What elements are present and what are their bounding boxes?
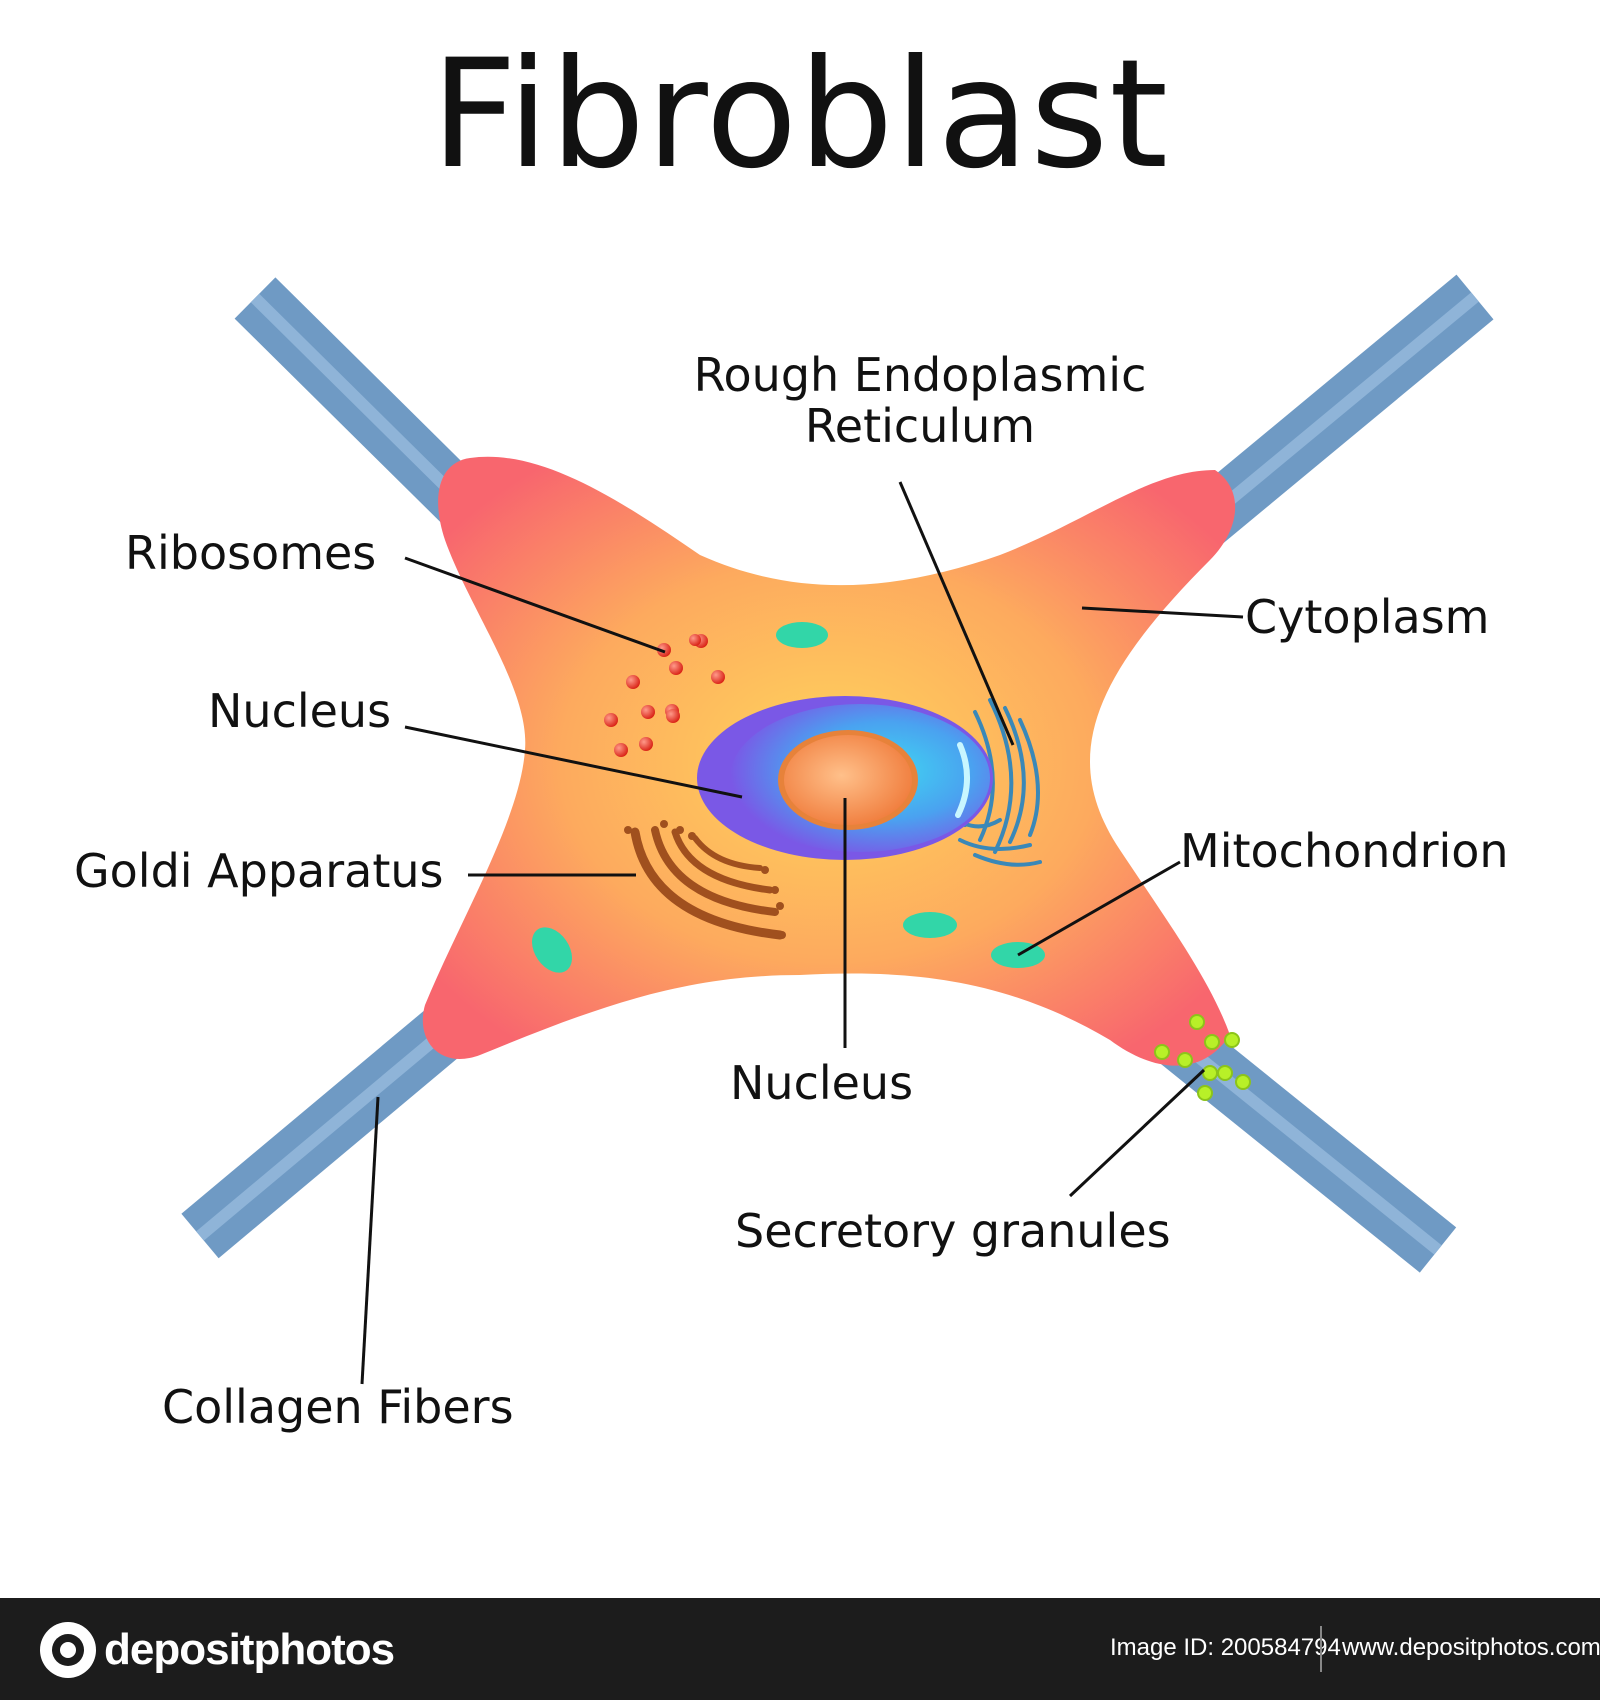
label-ribosomes: Ribosomes: [125, 526, 377, 580]
ribosome: [689, 634, 701, 646]
label-rough-er: Rough Endoplasmic Reticulum: [660, 350, 1180, 451]
label-nucleus-bottom: Nucleus: [730, 1056, 914, 1110]
leader-lines: [360, 481, 1244, 1385]
camera-logo-icon: [40, 1622, 96, 1678]
mitochondrion-top: [776, 622, 828, 648]
label-secretory-granules: Secretory granules: [735, 1204, 1171, 1258]
ribosome: [666, 709, 680, 723]
label-mitochondrion: Mitochondrion: [1180, 824, 1509, 878]
ribosome: [604, 713, 618, 727]
secretory-granules: [1154, 1014, 1251, 1101]
leader-ribosomes: [404, 556, 666, 654]
mitochondrion-center: [903, 912, 957, 938]
ribosome: [711, 670, 725, 684]
site-link[interactable]: www.depositphotos.com: [1342, 1634, 1600, 1661]
label-goldi-apparatus: Goldi Apparatus: [74, 844, 444, 898]
label-cytoplasm: Cytoplasm: [1245, 590, 1490, 644]
footer-divider: [1320, 1626, 1322, 1672]
image-id: Image ID: 200584794: [1110, 1634, 1341, 1661]
brand[interactable]: depositphotos: [40, 1622, 395, 1678]
leader-cytoplasm: [1081, 606, 1244, 619]
mitochondrion-left: [532, 927, 572, 973]
footer-bar: depositphotos Image ID: 200584794 www.de…: [0, 1598, 1600, 1700]
label-rough-er-line2: Reticulum: [804, 398, 1036, 453]
ribosome: [626, 675, 640, 689]
collagen-fiber-lower-left: [181, 987, 489, 1259]
leader-rough-er: [898, 481, 1015, 746]
ribosome: [639, 737, 653, 751]
leader-mitochondrion: [1017, 860, 1181, 957]
golgi-vesicles: [624, 820, 786, 939]
label-rough-er-line1: Rough Endoplasmic: [693, 348, 1147, 402]
ribosomes: [604, 634, 725, 757]
label-nucleus-left: Nucleus: [208, 684, 392, 738]
collagen-fiber-lower-right: [1146, 1007, 1457, 1273]
golgi-apparatus: [630, 826, 785, 940]
ribosome: [669, 661, 683, 675]
page-title: Fibroblast: [430, 28, 1170, 202]
leader-nucleus-left: [404, 725, 743, 799]
ribosome: [614, 743, 628, 757]
leader-secretory: [1068, 1068, 1206, 1198]
ribosome: [657, 643, 671, 657]
nucleus: [697, 696, 993, 860]
leader-collagen: [360, 1096, 380, 1385]
brand-name: depositphotos: [104, 1625, 395, 1674]
ribosome: [641, 705, 655, 719]
label-collagen-fibers: Collagen Fibers: [162, 1380, 514, 1434]
